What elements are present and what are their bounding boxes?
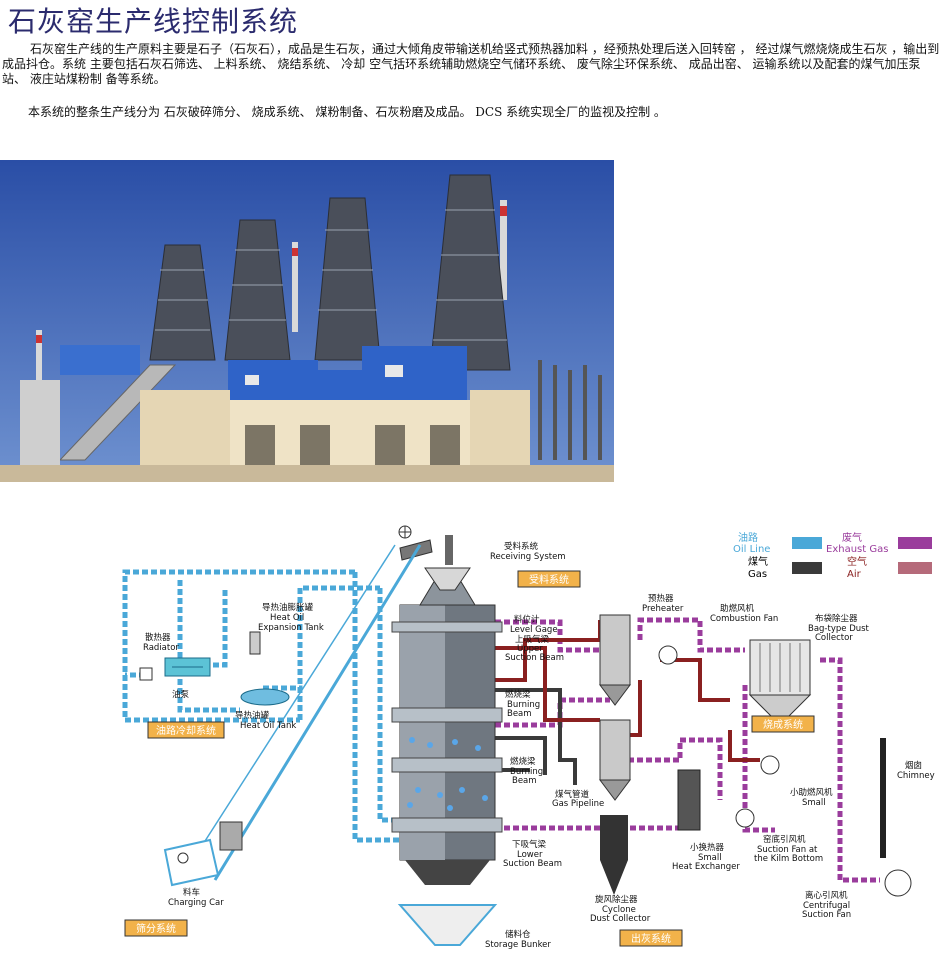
diagram-label: 料车 [183,887,200,898]
legend-exhaust-swatch [898,537,932,549]
diagram-label: 燃烧梁 [510,756,536,767]
diagram-label: Lower [517,850,543,860]
kiln-plant-photo [0,160,614,482]
diagram-label: Receiving System [490,552,566,562]
diagram-label: Heat Oil Tank [240,721,296,731]
diagram-label: Collector [815,633,853,643]
diagram-label: 油路 [738,531,758,544]
diagram-label: Cyclone [602,905,636,915]
diagram-label: 布袋除尘器 [815,613,858,624]
diagram-label: 燃烧梁 [505,689,531,700]
diagram-label: Oil Line [733,544,770,555]
diagram-label: Expansion Tank [258,623,324,633]
diagram-label: 煤气管道 [555,789,590,800]
diagram-label: Charging Car [168,898,224,908]
process-flow-diagram: 油路 Oil Line 废气 Exhaust Gas 煤气 Gas 空气 Air… [122,525,935,950]
diagram-label: Air [847,569,862,580]
diagram-label: Centrifugal [803,901,850,911]
diagram-label: Small [698,853,722,863]
system-box-firing: 烧成系统 [751,715,815,733]
diagram-label: 导热油膨胀罐 [262,602,314,613]
cyclone-dust-collector [600,815,628,895]
diagram-label: 导热油罐 [235,710,270,721]
intro-paragraph-1: 石灰窑生产线的生产原料主要是石子（石灰石），成品是生石灰，通过大倾角皮带输送机给… [2,42,940,86]
heat-oil-tank [240,688,290,706]
system-box-discharge: 出灰系统 [619,929,683,947]
system-box-receiving: 受料系统 [517,570,581,588]
diagram-label: Storage Bunker [485,940,551,950]
small-heat-exchanger [677,769,701,831]
diagram-label: Radiator [143,643,179,653]
diagram-label: Level Gage [510,625,558,635]
page-title: 石灰窑生产线控制系统 [8,5,299,38]
diagram-label: Suction Beam [503,859,562,869]
diagram-label: Burning [507,700,540,710]
diagram-label: 散热器 [145,632,171,643]
bag-dust-collector [748,639,812,721]
legend-air-swatch [898,562,932,574]
diagram-label: 烧成系统 [763,718,803,731]
diagram-label: 窑底引风机 [763,834,806,845]
expansion-tank [249,631,261,655]
system-box-screening: 筛分系统 [124,919,188,937]
legend-oil-swatch [792,537,822,549]
oil-pump [139,667,153,681]
centrifugal-suction-fan [884,869,912,897]
diagram-label: 小换热器 [690,842,725,853]
diagram-label: 受料系统 [504,541,539,552]
shaft-kiln [391,579,503,885]
diagram-label: 下吸气梁 [512,839,547,850]
diagram-label: 小助燃风机 [790,787,833,798]
receiving-hopper [424,567,471,591]
diagram-label: the Kilm Bottom [754,854,823,864]
diagram-label: Burning [510,767,543,777]
kiln-bottom-suction-fan [735,808,755,828]
legend: 油路 Oil Line 废气 Exhaust Gas 煤气 Gas 空气 Air [733,531,932,580]
diagram-label: Suction Fan at [757,845,818,855]
diagram-label: 料位计 [514,614,540,625]
diagram-label: Dust Collector [590,914,651,924]
diagram-label: 油路冷却系统 [156,724,216,737]
preheater [599,614,631,801]
legend-gas-swatch [792,562,822,574]
system-box-oil-cooling: 油路冷却系统 [147,721,225,739]
diagram-label: Beam [512,776,537,786]
diagram-label: Upper [517,644,543,654]
diagram-label: 筛分系统 [136,922,176,935]
diagram-label: 预热器 [648,593,674,604]
diagram-label: 空气 [847,555,867,568]
charging-car [163,821,243,887]
diagram-label: Preheater [642,604,684,614]
diagram-label: Suction Beam [505,653,564,663]
diagram-label: 油泵 [172,689,190,700]
diagram-label: Heat Oil [270,613,304,623]
diagram-label: 受料系统 [529,573,569,586]
diagram-label: Heat Exchanger [672,862,740,872]
diagram-label: 出灰系统 [631,932,671,945]
diagram-label: 储料仓 [505,929,531,940]
diagram-label: Combustion Fan [710,614,778,624]
diagram-label: 旋风除尘器 [595,894,638,905]
diagram-label: Beam [507,709,532,719]
diagram-label: 煤气 [748,555,768,568]
diagram-label: Exhaust Gas [826,544,888,555]
diagram-label: 烟囱 [905,760,922,771]
diagram-label: Suction Fan [802,910,851,920]
intro-paragraph-2: 本系统的整条生产线分为 石灰破碎筛分、 烧成系统、 煤粉制备、石灰粉磨及成品。 … [28,105,666,119]
small-fan [760,755,780,775]
diagram-label: Small [802,798,826,808]
diagram-label: 离心引风机 [805,890,848,901]
diagram-label: Bag-type Dust [808,624,870,634]
diagram-label: Chimney [897,771,935,781]
storage-bunker [397,904,498,946]
diagram-label: 助燃风机 [720,603,755,614]
diagram-label: Gas Pipeline [552,799,604,809]
diagram-label: 废气 [842,531,862,544]
chimney [880,738,886,858]
diagram-label: 上吸气梁 [515,634,550,645]
combustion-fan [658,645,678,665]
diagram-label: Gas [748,569,767,580]
